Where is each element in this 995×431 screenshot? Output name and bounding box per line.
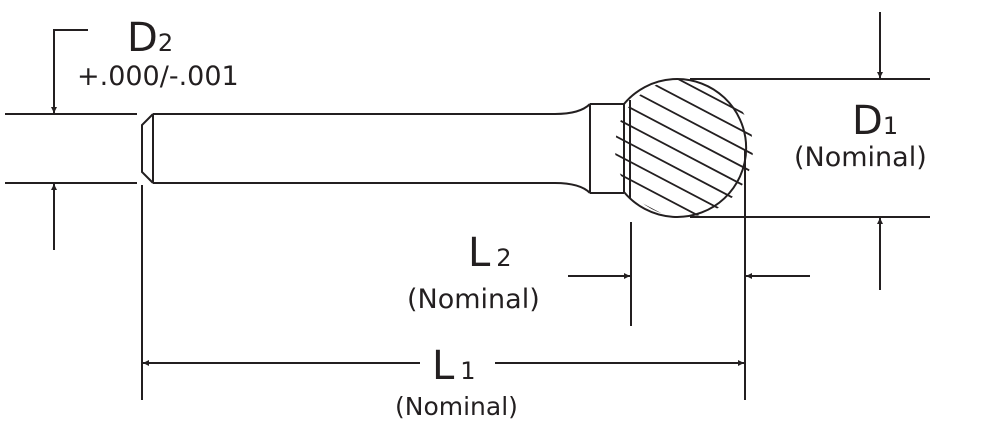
d1-note: (Nominal) — [794, 142, 927, 173]
l1-symbol: L — [432, 343, 455, 389]
d2-dimension — [5, 29, 137, 250]
l2-subscript: 2 — [496, 244, 512, 272]
l2-dimension — [568, 150, 810, 400]
d2-tolerance: +.000/-.001 — [77, 61, 239, 92]
d1-subscript: 1 — [882, 112, 899, 140]
d1-dimension — [690, 12, 930, 290]
l1-subscript: 1 — [460, 357, 476, 385]
l2-note: (Nominal) — [407, 284, 540, 315]
d2-symbol: D — [127, 15, 158, 61]
l1-note: (Nominal) — [395, 392, 518, 421]
d2-subscript: 2 — [157, 29, 174, 57]
shank — [141, 103, 591, 194]
l1-dimension — [141, 185, 744, 400]
d1-symbol: D — [852, 98, 883, 144]
d2-label: D2 — [127, 18, 173, 58]
d1-label: D1 — [852, 101, 898, 141]
neck — [589, 103, 624, 194]
l2-symbol: L — [468, 230, 491, 276]
